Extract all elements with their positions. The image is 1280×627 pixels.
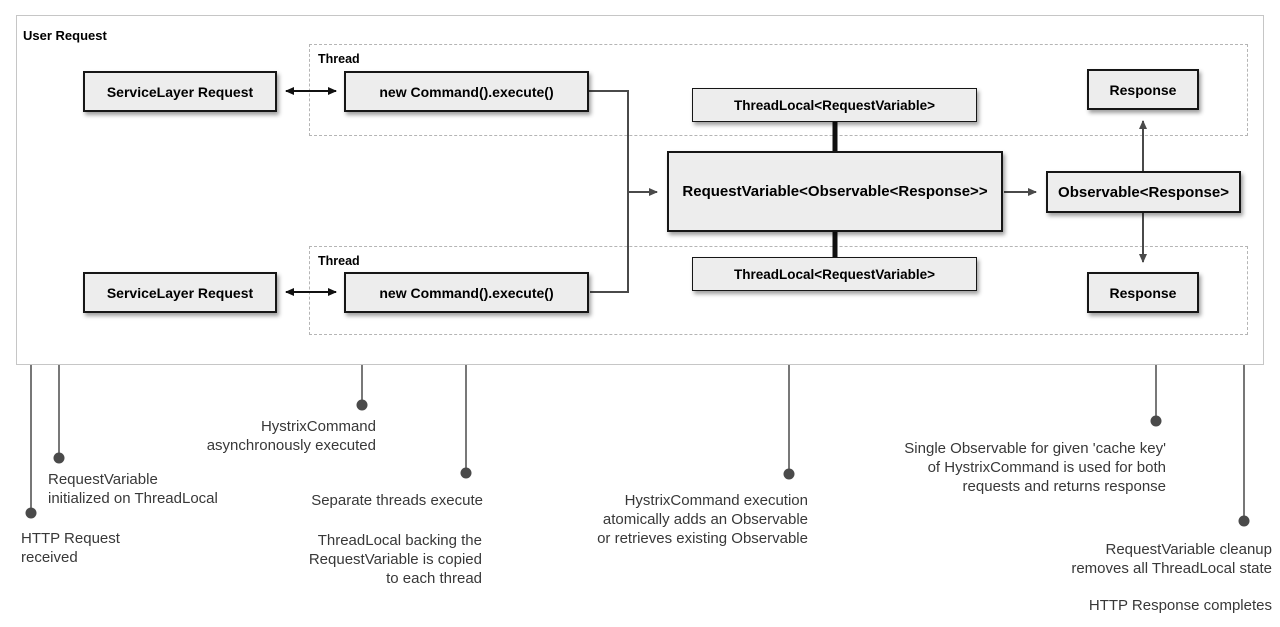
- node-observable-response: Observable<Response>: [1046, 171, 1241, 213]
- user-request-label: User Request: [23, 28, 107, 43]
- node-threadlocal-requestvariable-bottom: ThreadLocal<RequestVariable>: [692, 257, 977, 291]
- leader-dot-rv-cleanup: [1238, 515, 1250, 527]
- node-response-top: Response: [1087, 69, 1199, 110]
- leader-dot-hystrix-execution: [783, 468, 795, 480]
- annotation-separate-threads: Separate threads execute: [311, 492, 483, 509]
- annotation-requestvariable-initialized: RequestVariable initialized on ThreadLoc…: [48, 471, 218, 507]
- leader-dot-separate-threads: [460, 467, 472, 479]
- node-requestvariable-observable-response: RequestVariable<Observable<Response>>: [667, 151, 1003, 232]
- leader-dot-http-request: [25, 507, 37, 519]
- node-servicelayer-request-bottom: ServiceLayer Request: [83, 272, 277, 313]
- node-response-bottom: Response: [1087, 272, 1199, 313]
- annotation-http-response-completes: HTTP Response completes: [1088, 597, 1272, 614]
- annotation-single-observable: Single Observable for given 'cache key' …: [904, 440, 1166, 495]
- leader-dot-single-observable: [1150, 415, 1162, 427]
- thread-label-bottom: Thread: [318, 254, 360, 268]
- annotation-hystrixcommand-execution: HystrixCommand execution atomically adds…: [597, 492, 808, 547]
- node-threadlocal-requestvariable-top: ThreadLocal<RequestVariable>: [692, 88, 977, 122]
- node-command-execute-bottom: new Command().execute(): [344, 272, 589, 313]
- annotation-hystrixcommand-async: HystrixCommand asynchronously executed: [206, 418, 376, 454]
- node-servicelayer-request-top: ServiceLayer Request: [83, 71, 277, 112]
- leader-dot-rv-init: [53, 452, 65, 464]
- node-command-execute-top: new Command().execute(): [344, 71, 589, 112]
- thread-label-top: Thread: [318, 52, 360, 66]
- annotation-http-request-received: HTTP Request received: [21, 530, 120, 566]
- annotation-requestvariable-cleanup: RequestVariable cleanup removes all Thre…: [1071, 541, 1272, 577]
- annotation-threadlocal-backing: ThreadLocal backing the RequestVariable …: [308, 532, 482, 587]
- leader-dot-hystrix-async: [356, 399, 368, 411]
